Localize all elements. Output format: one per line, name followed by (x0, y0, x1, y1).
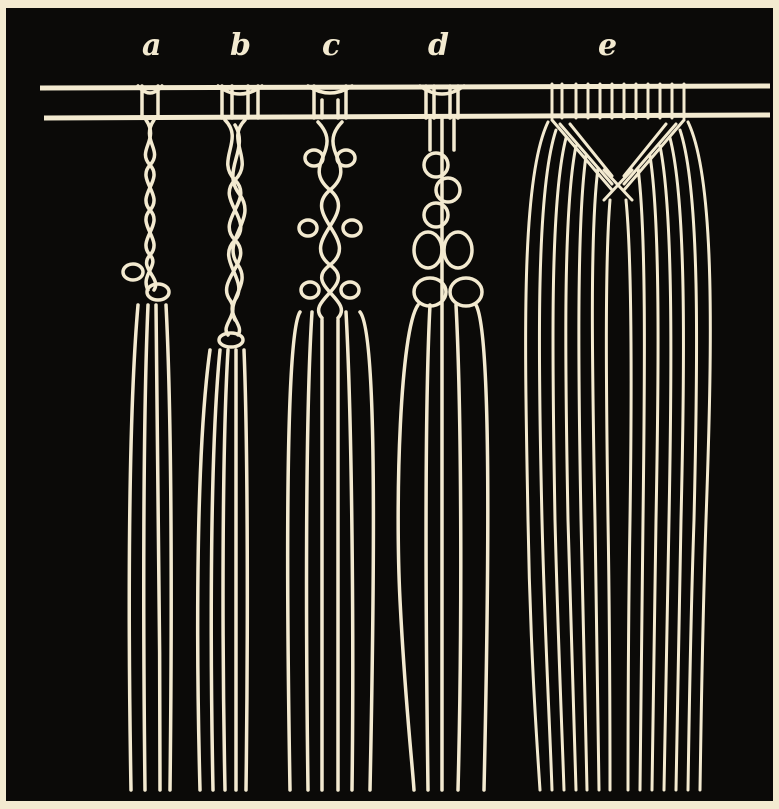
label-e: e (598, 28, 617, 63)
label-b: b (230, 28, 251, 63)
label-a: a (142, 28, 161, 63)
label-c: c (322, 28, 340, 63)
label-d: d (428, 28, 449, 63)
